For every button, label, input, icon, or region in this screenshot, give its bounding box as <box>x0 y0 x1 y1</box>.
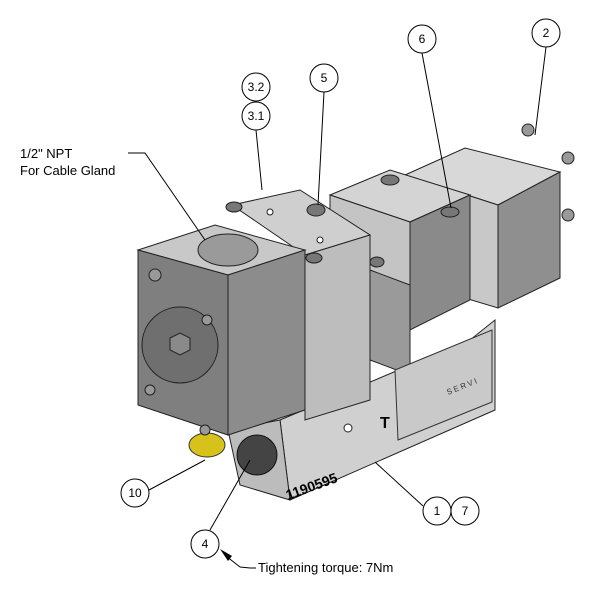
balloon-label: 6 <box>419 32 426 46</box>
balloon-7 <box>450 496 480 526</box>
manifold-body: T SERVI 1190595 <box>188 318 496 503</box>
port-marking-t: T <box>380 415 390 432</box>
balloon-label: 2 <box>543 26 550 40</box>
balloon-label: 3.2 <box>248 80 265 94</box>
balloon-10 <box>120 478 150 508</box>
cable-gland-port <box>197 233 259 267</box>
note-npt: 1/2" NPT <box>20 146 72 161</box>
balloon-2 <box>531 18 561 48</box>
note-cable-gland: For Cable Gland <box>20 163 115 178</box>
note-torque: Tightening torque: 7Nm <box>258 560 393 575</box>
connector-housing <box>136 201 323 436</box>
balloon-label: 4 <box>202 537 209 551</box>
center-block <box>230 189 372 421</box>
balloon-3-2 <box>241 72 271 102</box>
balloon-label: 5 <box>321 71 328 85</box>
plug-10 <box>188 432 226 458</box>
balloon-label: 7 <box>462 504 469 518</box>
leader-lines <box>128 46 547 569</box>
balloon-4 <box>190 529 220 559</box>
balloon-5 <box>309 63 339 93</box>
balloon-label: 1 <box>434 504 441 518</box>
balloon-label: 10 <box>128 486 142 500</box>
balloon-6 <box>407 24 437 54</box>
balloon-label: 3.1 <box>248 109 265 123</box>
plug-4 <box>236 434 278 476</box>
screw-6 <box>440 206 460 218</box>
balloon-3-1 <box>241 101 271 131</box>
